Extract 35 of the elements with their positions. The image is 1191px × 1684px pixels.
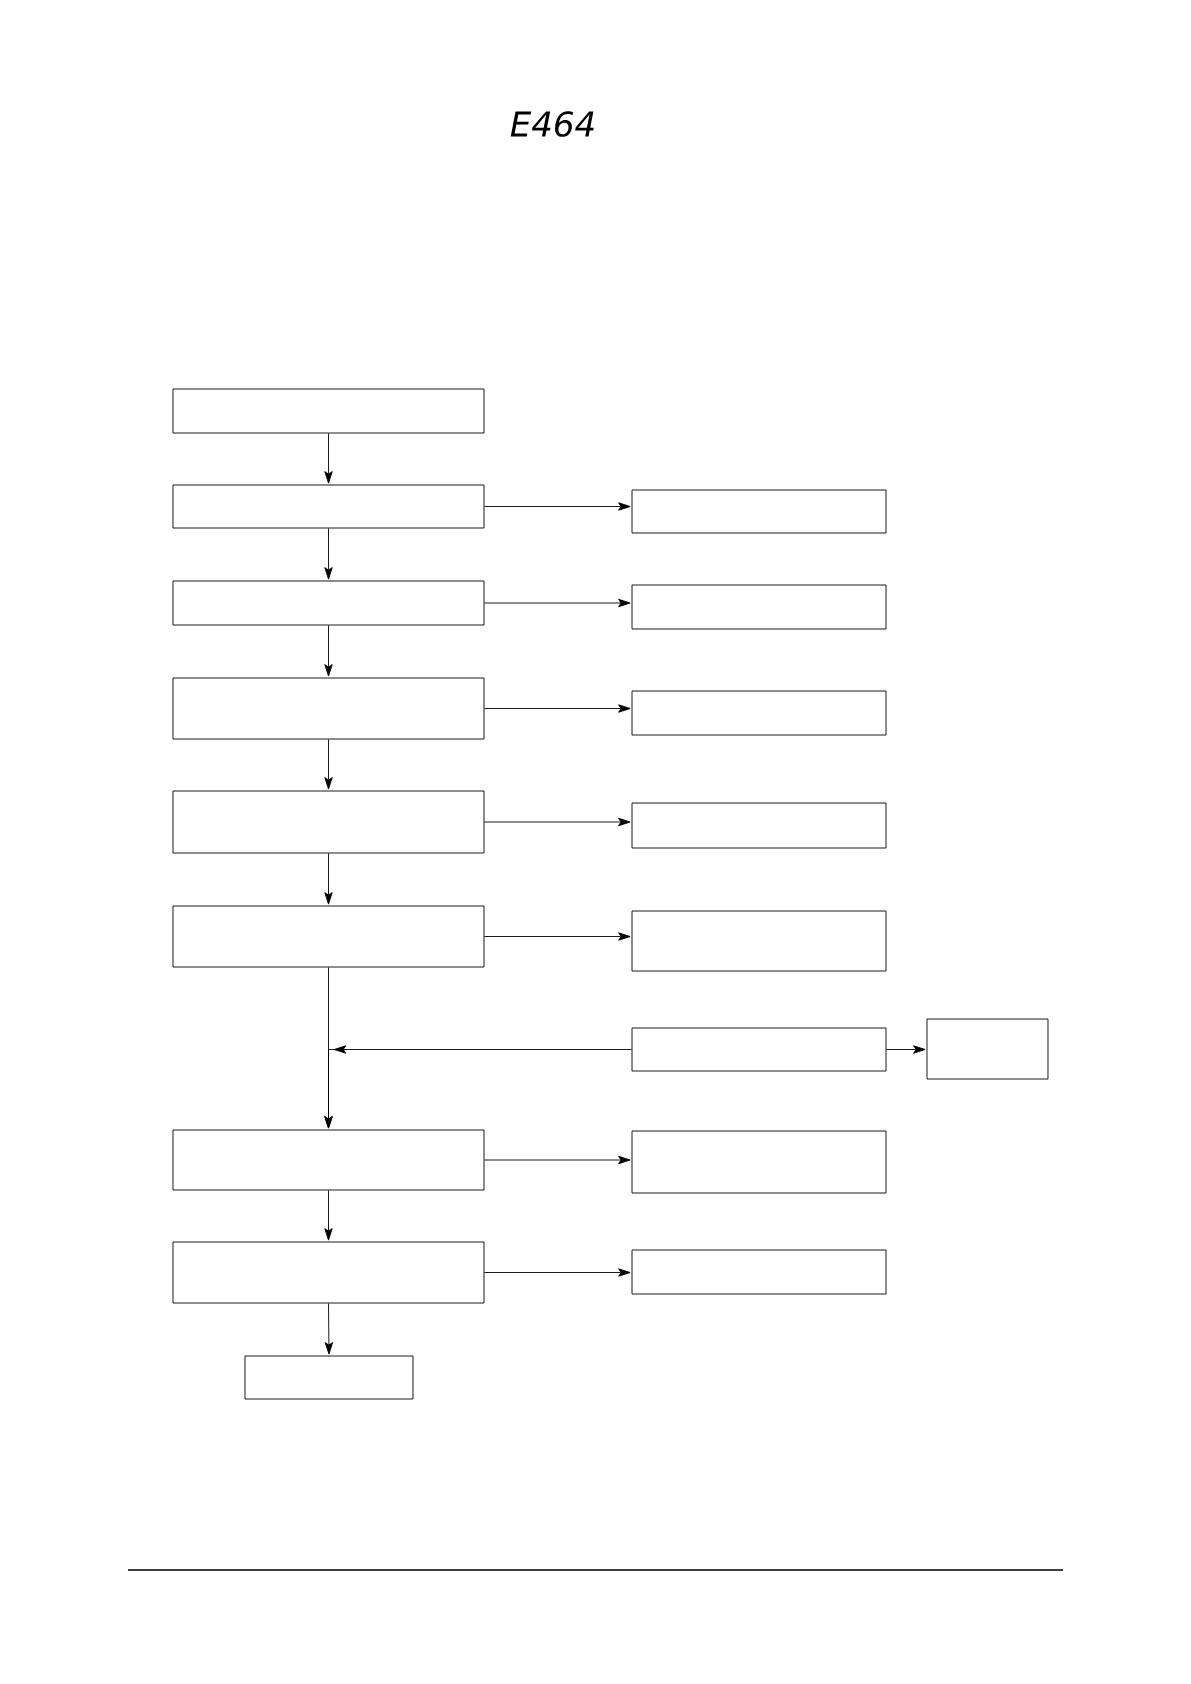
arrow bbox=[324, 853, 333, 905]
process-box bbox=[631, 910, 887, 972]
process-box bbox=[172, 677, 485, 740]
process-box bbox=[172, 1241, 485, 1304]
process-box bbox=[172, 905, 485, 968]
process-box bbox=[172, 580, 485, 626]
arrow bbox=[484, 1268, 631, 1277]
arrow bbox=[324, 1190, 333, 1241]
process-box bbox=[172, 1129, 485, 1191]
arrow bbox=[324, 625, 333, 677]
display-code: E464 bbox=[510, 111, 594, 137]
process-box bbox=[172, 484, 485, 529]
process-box bbox=[172, 790, 485, 854]
arrow bbox=[484, 1155, 631, 1165]
process-box bbox=[926, 1018, 1049, 1080]
arrow bbox=[324, 739, 333, 790]
arrow bbox=[484, 817, 631, 827]
arrow bbox=[484, 932, 631, 941]
process-box bbox=[631, 1130, 887, 1194]
arrow bbox=[484, 502, 631, 511]
process-box bbox=[631, 690, 887, 736]
process-box bbox=[631, 802, 887, 849]
process-box bbox=[631, 1249, 887, 1295]
process-box bbox=[631, 584, 887, 630]
process-box bbox=[172, 388, 485, 434]
arrow bbox=[484, 598, 631, 608]
arrow bbox=[324, 433, 333, 484]
arrow bbox=[324, 1045, 632, 1129]
process-box bbox=[244, 1355, 414, 1400]
arrow bbox=[324, 528, 333, 580]
arrow bbox=[484, 704, 631, 713]
arrow bbox=[324, 1303, 334, 1355]
arrow bbox=[886, 1045, 926, 1054]
process-box bbox=[631, 1027, 887, 1072]
process-box bbox=[631, 489, 887, 534]
